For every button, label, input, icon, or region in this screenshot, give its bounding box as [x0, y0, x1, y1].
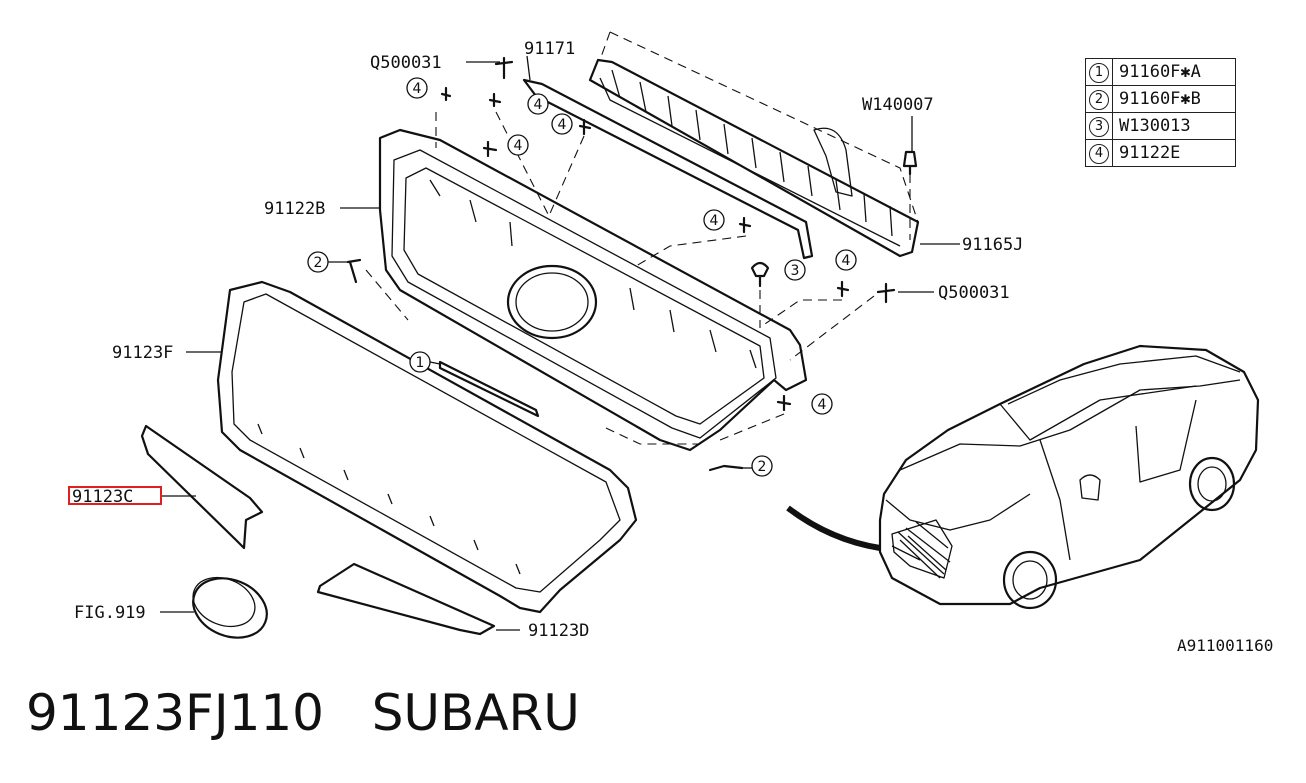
callout-3: 3 [784, 259, 806, 281]
grille-91123f [216, 280, 638, 614]
label-91123f: 91123F [112, 343, 173, 363]
part-number: 91123FJ110 [26, 684, 324, 742]
legend-part: 91160F✱A [1112, 58, 1236, 86]
svg-text:4: 4 [842, 253, 851, 269]
car-locator [786, 344, 1260, 610]
svg-text:4: 4 [413, 81, 422, 97]
upper-rail-91171 [522, 55, 814, 260]
brand-name: SUBARU [371, 684, 580, 742]
callout-4f: 4 [835, 249, 857, 271]
support-bracket-91165j [588, 31, 920, 258]
svg-text:4: 4 [710, 213, 719, 229]
label-91122b: 91122B [264, 199, 325, 219]
molding-91123c [140, 424, 264, 550]
legend-index: 1 [1089, 63, 1109, 83]
svg-text:4: 4 [514, 138, 523, 154]
callout-4g: 4 [811, 393, 833, 415]
callout-2b: 2 [751, 455, 773, 477]
callout-4e: 4 [703, 209, 725, 231]
screws [440, 56, 918, 412]
svg-text:1: 1 [416, 355, 425, 371]
trim-strip [438, 360, 540, 418]
legend-index: 2 [1089, 90, 1109, 110]
callout-4b: 4 [527, 93, 549, 115]
svg-text:4: 4 [534, 97, 543, 113]
svg-text:4: 4 [558, 117, 567, 133]
legend-index: 4 [1089, 144, 1109, 164]
clip-right [708, 464, 744, 472]
label-q500031-right: Q500031 [938, 283, 1010, 303]
label-91165j: 91165J [962, 235, 1023, 255]
svg-text:2: 2 [314, 255, 323, 271]
page-caption: 91123FJ110 SUBARU [26, 684, 580, 742]
legend-part: W130013 [1112, 112, 1236, 140]
label-q500031-top: Q500031 [370, 53, 442, 73]
molding-91123d [316, 562, 496, 636]
label-fig919: FIG.919 [74, 603, 146, 623]
grille-frame-91122b [378, 128, 808, 452]
label-91171: 91171 [524, 39, 575, 59]
highlight-box [68, 486, 162, 505]
diagram-reference: A911001160 [1177, 636, 1274, 655]
legend-row: 2 91160F✱B [1085, 85, 1236, 113]
legend-part: 91160F✱B [1112, 85, 1236, 113]
legend-index: 3 [1089, 117, 1109, 137]
callout-4d: 4 [551, 113, 573, 135]
legend-part: 91122E [1112, 139, 1236, 167]
assembly-lines [365, 111, 911, 441]
svg-text:2: 2 [758, 459, 767, 475]
label-w140007: W140007 [862, 95, 934, 115]
callout-4a: 4 [406, 77, 428, 99]
emblem-fig919 [192, 576, 268, 639]
legend-row: 3 W130013 [1085, 112, 1236, 140]
callout-1: 1 [409, 351, 431, 373]
clip-left [346, 258, 362, 284]
label-91123d: 91123D [528, 621, 589, 641]
label-91123c: 91123C [72, 487, 133, 507]
svg-text:4: 4 [818, 397, 827, 413]
legend-row: 1 91160F✱A [1085, 58, 1236, 86]
callout-4c: 4 [507, 134, 529, 156]
callout-2a: 2 [307, 251, 329, 273]
legend-row: 4 91122E [1085, 139, 1236, 167]
svg-text:3: 3 [791, 263, 800, 279]
leader-lines [160, 61, 960, 631]
legend-table: 1 91160F✱A 2 91160F✱B 3 W130013 4 91122E [1085, 58, 1236, 167]
